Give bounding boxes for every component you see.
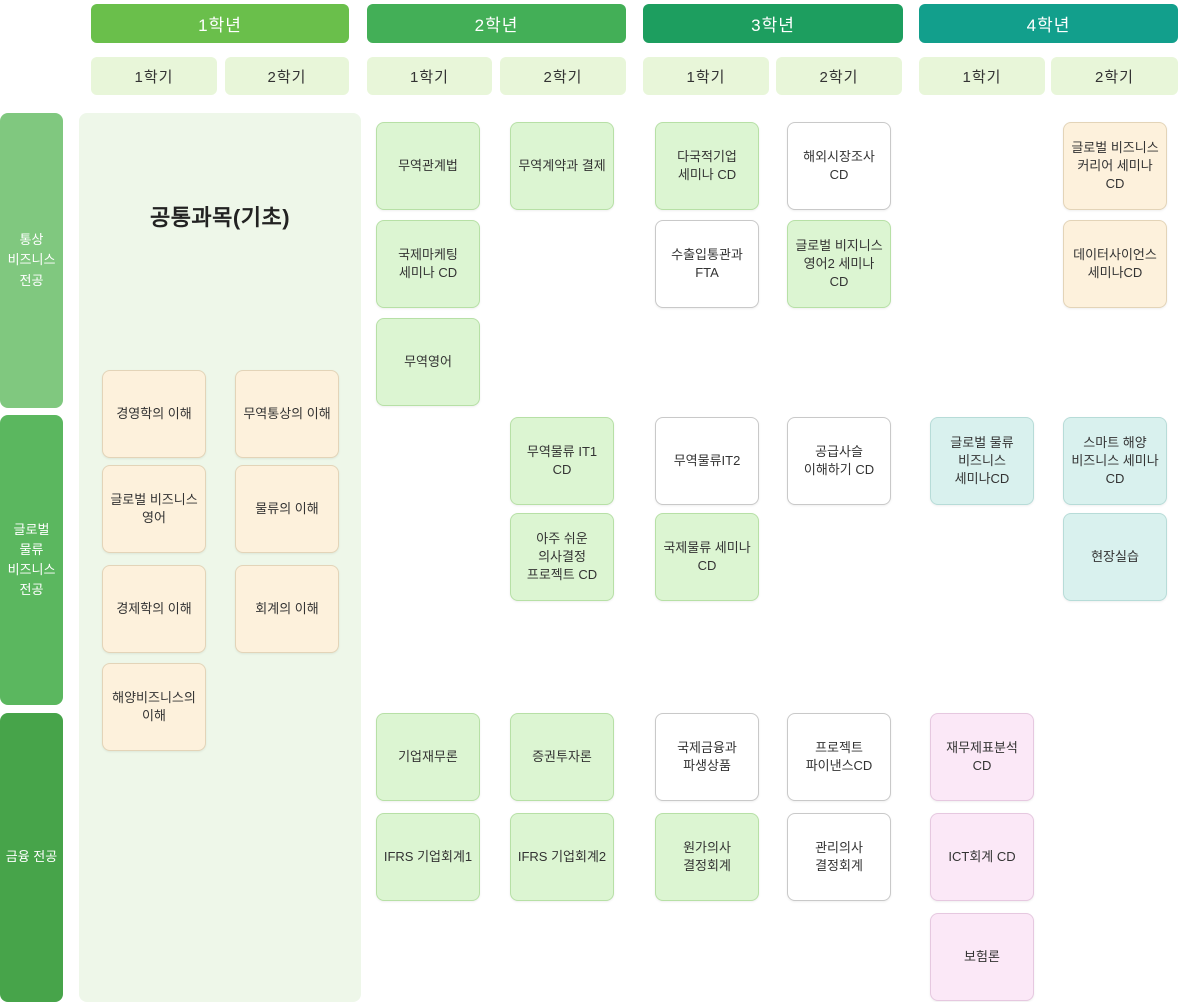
- semester-header-g3s2: 2학기: [776, 57, 902, 95]
- track-trade-business: 통상 비즈니스 전공: [0, 113, 63, 408]
- course-card: 아주 쉬운 의사결정 프로젝트 CD: [510, 513, 614, 601]
- course-card: 수출입통관과 FTA: [655, 220, 759, 308]
- course-card: 프로젝트 파이낸스CD: [787, 713, 891, 801]
- course-card: ICT회계 CD: [930, 813, 1034, 901]
- course-card: 국제물류 세미나 CD: [655, 513, 759, 601]
- course-card: 회계의 이해: [235, 565, 339, 653]
- course-card: 국제마케팅 세미나 CD: [376, 220, 480, 308]
- course-card: 무역관계법: [376, 122, 480, 210]
- course-card: 무역영어: [376, 318, 480, 406]
- course-card: 해양비즈니스의 이해: [102, 663, 206, 751]
- course-card: 무역물류 IT1 CD: [510, 417, 614, 505]
- year-header-grade4: 4학년: [919, 4, 1178, 43]
- course-card: 관리의사 결정회계: [787, 813, 891, 901]
- track-finance: 금융 전공: [0, 713, 63, 1002]
- course-card: 글로벌 비지니스 영어2 세미나 CD: [787, 220, 891, 308]
- course-card: 스마트 해양 비즈니스 세미나 CD: [1063, 417, 1167, 505]
- semester-header-g1s2: 2학기: [225, 57, 349, 95]
- course-card: 재무제표분석 CD: [930, 713, 1034, 801]
- common-subjects-title: 공통과목(기초): [149, 205, 291, 230]
- course-card: 글로벌 비즈니스 영어: [102, 465, 206, 553]
- year-header-grade1: 1학년: [91, 4, 349, 43]
- course-card: 다국적기업 세미나 CD: [655, 122, 759, 210]
- course-card: 무역물류IT2: [655, 417, 759, 505]
- course-card: 글로벌 비즈니스 커리어 세미나 CD: [1063, 122, 1167, 210]
- semester-header-g3s1: 1학기: [643, 57, 769, 95]
- course-card: 무역계약과 결제: [510, 122, 614, 210]
- semester-header-g2s2: 2학기: [500, 57, 626, 95]
- course-card: 증권투자론: [510, 713, 614, 801]
- course-card: 해외시장조사 CD: [787, 122, 891, 210]
- semester-header-g2s1: 1학기: [367, 57, 492, 95]
- course-card: 경제학의 이해: [102, 565, 206, 653]
- semester-header-g4s1: 1학기: [919, 57, 1045, 95]
- year-header-grade2: 2학년: [367, 4, 626, 43]
- course-card: 기업재무론: [376, 713, 480, 801]
- course-card: 경영학의 이해: [102, 370, 206, 458]
- common-subjects-panel: [79, 113, 361, 1002]
- track-global-logistics: 글로벌 물류 비즈니스 전공: [0, 415, 63, 705]
- course-card: 무역통상의 이해: [235, 370, 339, 458]
- semester-header-g4s2: 2학기: [1051, 57, 1178, 95]
- course-card: 원가의사 결정회계: [655, 813, 759, 901]
- course-card: 글로벌 물류 비즈니스 세미나CD: [930, 417, 1034, 505]
- course-card: IFRS 기업회계2: [510, 813, 614, 901]
- course-card: 물류의 이해: [235, 465, 339, 553]
- course-card: IFRS 기업회계1: [376, 813, 480, 901]
- course-card: 공급사슬 이해하기 CD: [787, 417, 891, 505]
- course-card: 보험론: [930, 913, 1034, 1001]
- course-card: 데이터사이언스 세미나CD: [1063, 220, 1167, 308]
- year-header-grade3: 3학년: [643, 4, 903, 43]
- course-card: 국제금융과 파생상품: [655, 713, 759, 801]
- semester-header-g1s1: 1학기: [91, 57, 217, 95]
- course-card: 현장실습: [1063, 513, 1167, 601]
